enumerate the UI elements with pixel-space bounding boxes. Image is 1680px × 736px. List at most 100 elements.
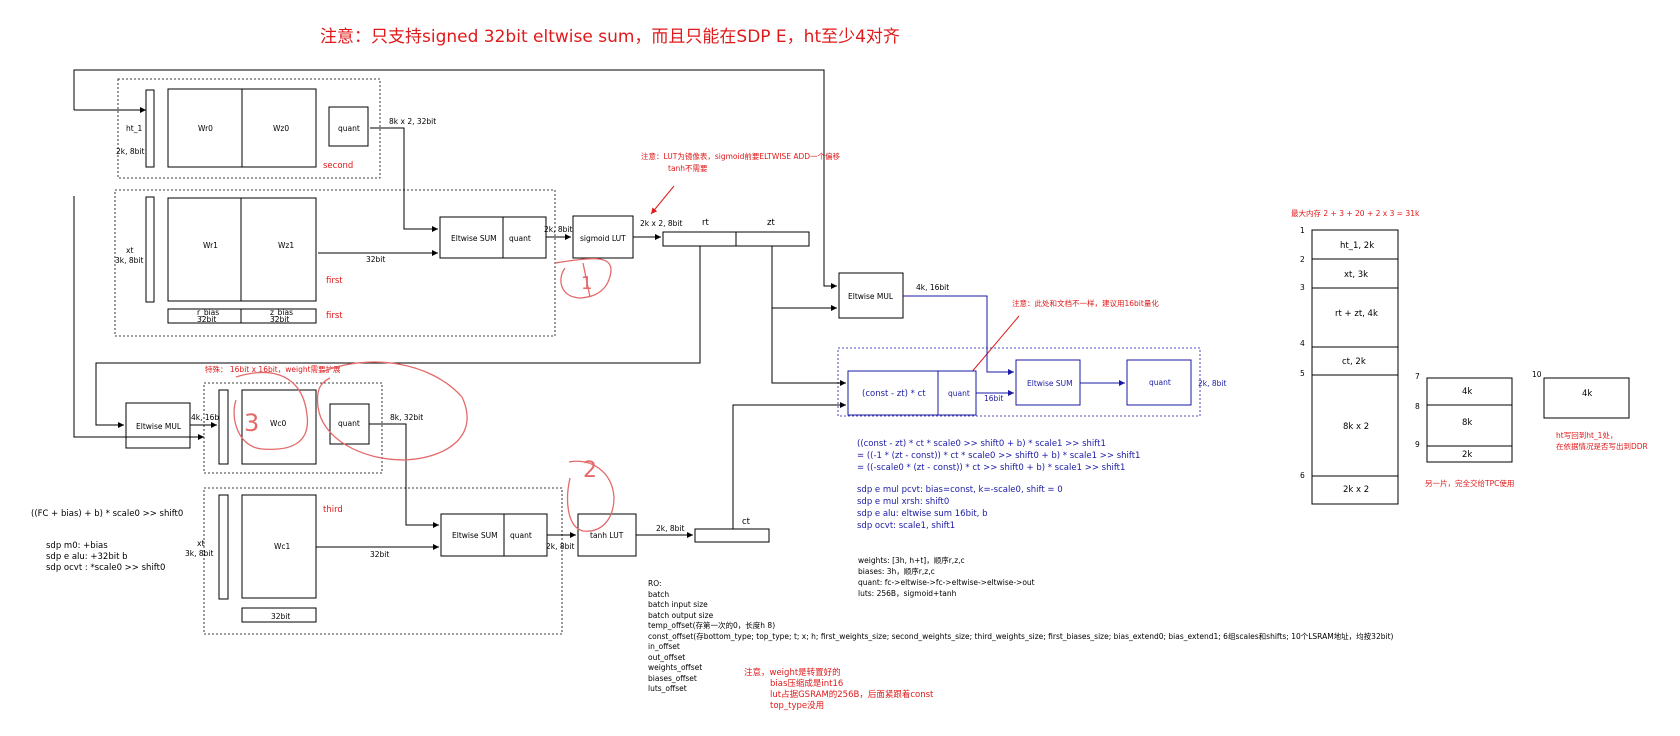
sdp-blue-1: sdp e mul xrsh: shift0 bbox=[857, 497, 949, 507]
ct-bar bbox=[694, 528, 770, 543]
mem-num-8: 8 bbox=[1415, 402, 1420, 411]
mul-note: 特殊： 16bit x 16bit，weight需要扩展 bbox=[205, 364, 341, 374]
blue-eltwise-sum bbox=[1015, 359, 1081, 406]
mem-side-0: 4k bbox=[1462, 387, 1472, 397]
bit32-label-b: 32bit bbox=[370, 550, 389, 559]
rt-bar bbox=[662, 231, 737, 247]
tanh-lut-label: tanh LUT bbox=[590, 531, 624, 540]
ro-item: batch output size bbox=[648, 611, 714, 620]
formula-blue-0: ((const - zt) * ct * scale0 >> shift0 + … bbox=[857, 439, 1106, 449]
memory-side bbox=[1426, 377, 1513, 463]
mem-num-3: 3 bbox=[1300, 283, 1305, 292]
mem-cell-0: ht_1, 2k bbox=[1340, 241, 1374, 251]
eltwise-sum-bottom bbox=[440, 513, 548, 557]
formula-left-0: ((FC + bias) + b) * scale0 >> shift0 bbox=[31, 509, 183, 519]
sdp-blue-0: sdp e mul pcvt: bias=const, k=-scale0, s… bbox=[857, 485, 1063, 495]
weight-note-2: lut占据GSRAM的256B，后面紧跟着const bbox=[770, 689, 934, 700]
xt-bar bbox=[145, 196, 155, 303]
bit16-label: 16bit bbox=[984, 394, 1003, 403]
mem-num-2: 2 bbox=[1300, 255, 1305, 264]
eltwise-sum-label-bottom: Eltwise SUM bbox=[452, 531, 498, 540]
ro-item: out_offset bbox=[648, 653, 685, 662]
xt-label: xt bbox=[126, 246, 133, 255]
mem-right-note-1: 在依据情况是否写出到DDR bbox=[1556, 441, 1648, 451]
mem-cell-1: xt, 3k bbox=[1344, 270, 1368, 280]
weight-note-1: bias压缩成是int16 bbox=[770, 678, 843, 689]
weights-info-0: weights: [3h, h+t]，顺序r,z,c bbox=[858, 555, 965, 565]
const-zt-ct-label: (const - zt) * ct bbox=[862, 389, 926, 399]
memory-column bbox=[1311, 229, 1399, 505]
quant-label-1: quant bbox=[338, 124, 360, 133]
eltwise-mul-label-top: Eltwise MUL bbox=[848, 292, 894, 301]
wc1-bias-label: 32bit bbox=[271, 612, 290, 621]
mem-num-9: 9 bbox=[1415, 440, 1420, 449]
scribble-num-3: 3 bbox=[244, 409, 259, 437]
out-size-label: 2k, 8bit bbox=[1198, 379, 1226, 388]
lut-note-2: tanh不需要 bbox=[668, 164, 708, 173]
bias-box bbox=[167, 308, 317, 324]
ht1-size: 2k, 8bit bbox=[116, 147, 144, 156]
mem-num-6: 6 bbox=[1300, 471, 1305, 480]
wr0-label: Wr0 bbox=[198, 124, 213, 133]
ht1-bar bbox=[145, 89, 155, 168]
ro-item: batch bbox=[648, 590, 669, 599]
eltwise-sum-quant-bottom: quant bbox=[510, 531, 532, 540]
quant-box-2 bbox=[329, 403, 370, 445]
ro-item: RO: bbox=[648, 579, 662, 588]
eltwise-sum-quant-top: quant bbox=[509, 234, 531, 243]
xt2-size: 3k, 8bit bbox=[185, 549, 213, 558]
xt-size: 3k, 8bit bbox=[115, 256, 143, 265]
ro-list: RO: batch batch input size batch output … bbox=[648, 579, 1394, 693]
r-bias-label: r_bias bbox=[197, 308, 219, 317]
wc0-out-label: 8k, 32bit bbox=[390, 413, 423, 422]
formula-blue-1: = ((-1 * (zt - const)) * ct * scale0 >> … bbox=[857, 451, 1140, 461]
ro-item: temp_offset(存第一次的0，长度h 8) bbox=[648, 620, 775, 630]
formula-blue-2: = ((-scale0 * (zt - const)) * ct >> shif… bbox=[857, 463, 1125, 473]
blue-quant-box bbox=[1126, 359, 1192, 406]
scribble-num-1: 1 bbox=[581, 273, 592, 294]
weight-note-0: 注意，weight是转置好的 bbox=[744, 667, 841, 678]
weight-note-3: top_type没用 bbox=[770, 700, 824, 711]
scribble-1b bbox=[582, 262, 591, 298]
quant-box-1 bbox=[328, 106, 369, 147]
memory-title: 最大内存 2 + 3 + 20 + 2 x 3 = 31k bbox=[1291, 208, 1420, 218]
xt2-bar bbox=[218, 494, 229, 600]
tanh-out-label: 2k, 8bit bbox=[656, 524, 684, 533]
wc0-bar bbox=[218, 389, 229, 465]
wr1-label: Wr1 bbox=[203, 241, 218, 250]
wz0-label: Wz0 bbox=[273, 124, 289, 133]
weights-info-1: biases: 3h，顺序r,z,c bbox=[858, 566, 935, 576]
mem-num-7: 7 bbox=[1415, 372, 1420, 381]
mem-cell-2: rt + zt, 4k bbox=[1335, 309, 1378, 319]
wc0-label: Wc0 bbox=[270, 419, 287, 428]
mem-right-note-0: ht写回到ht_1处， bbox=[1556, 430, 1617, 440]
blue-quant-box-label: quant bbox=[1149, 378, 1171, 387]
lut-note-1: 注意：LUT为镜像表，sigmoid前要ELTWISE ADD一个偏移 bbox=[641, 151, 841, 161]
ro-item: biases_offset bbox=[648, 674, 697, 683]
mul2-out-label: 4k, 16bit bbox=[191, 413, 224, 422]
ro-item: batch input size bbox=[648, 600, 708, 609]
ht1-label: ht_1 bbox=[126, 124, 142, 133]
mem-num-5: 5 bbox=[1300, 369, 1305, 378]
scribble-num-2: 2 bbox=[583, 458, 597, 483]
sig-in-label: 2k, 8bit bbox=[544, 225, 572, 234]
mul-out-label: 4k, 16bit bbox=[916, 283, 949, 292]
ro-item: const_offset(存bottom_type; top_type; t; … bbox=[648, 631, 1394, 641]
wc1-label: Wc1 bbox=[274, 542, 291, 551]
sdp-blue-3: sdp ocvt: scale1, shift1 bbox=[857, 521, 955, 531]
ro-item: in_offset bbox=[648, 642, 680, 651]
eltwise-mul-left bbox=[125, 402, 191, 449]
wc0-box bbox=[241, 389, 317, 465]
mem-side-1: 8k bbox=[1462, 418, 1472, 428]
wc1-bias-box bbox=[241, 607, 317, 623]
eltwise-mul-top bbox=[838, 272, 904, 319]
tanh-in-label: 2k, 8bit bbox=[546, 542, 574, 551]
note-16bit: 注意：此处和文档不一样，建议用16bit量化 bbox=[1012, 298, 1159, 308]
sigmoid-lut-box bbox=[572, 215, 634, 259]
r-bias-bit: 32bit bbox=[197, 315, 216, 324]
formula-left-3: sdp ocvt : *scale0 >> shift0 bbox=[46, 563, 165, 573]
scribble-1 bbox=[554, 258, 612, 299]
bit32-label-a: 32bit bbox=[366, 255, 385, 264]
eltwise-mul-label-left: Eltwise MUL bbox=[136, 422, 182, 431]
